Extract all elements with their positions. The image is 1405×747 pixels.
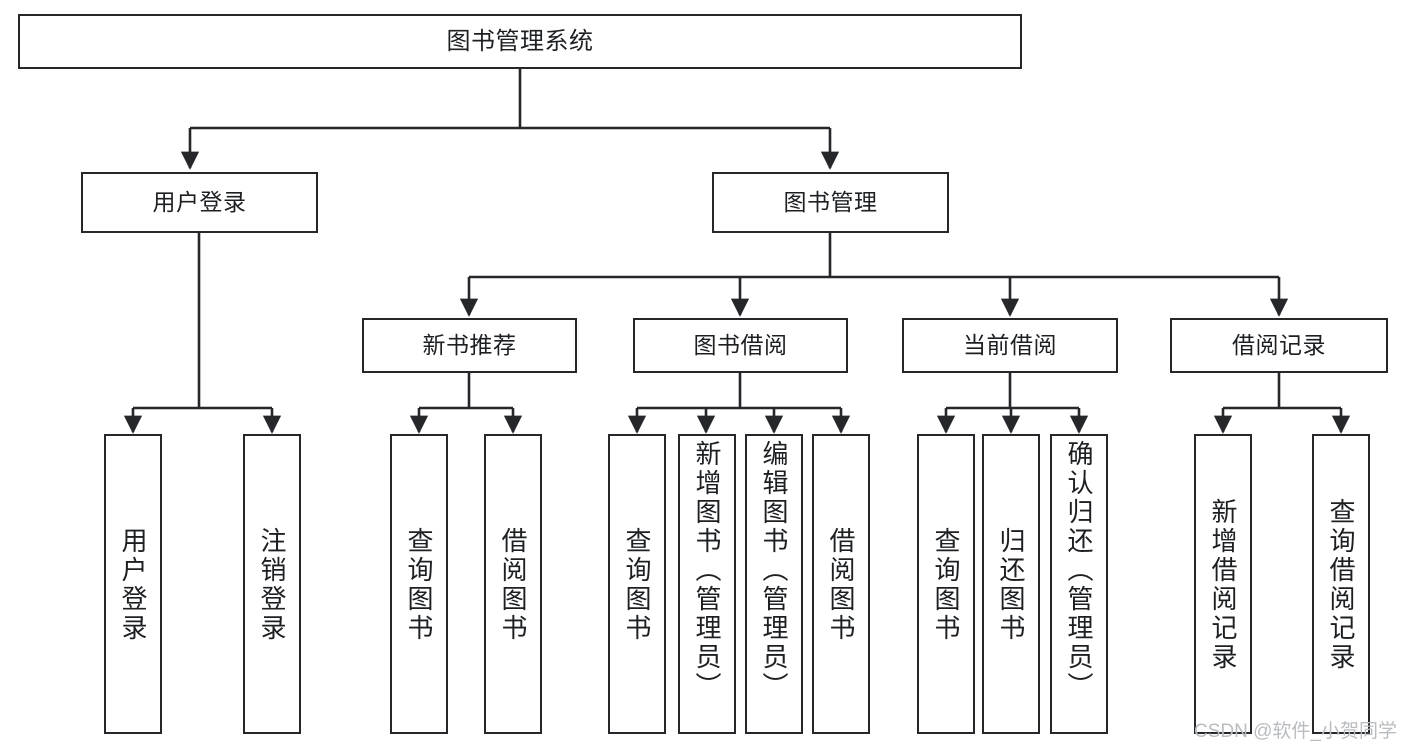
node-leaf-query-book-1[interactable]: 查询图书 bbox=[390, 434, 448, 734]
node-leaf-borrow-book-1[interactable]: 借阅图书 bbox=[484, 434, 542, 734]
node-leaf-logout-login[interactable]: 注销登录 bbox=[243, 434, 301, 734]
node-label: 借阅图书 bbox=[498, 527, 528, 643]
node-label: 借阅记录 bbox=[1232, 332, 1326, 359]
node-label: 归还图书 bbox=[996, 527, 1026, 643]
node-label: 查询借阅记录 bbox=[1326, 498, 1356, 672]
node-label: 图书借阅 bbox=[693, 332, 788, 359]
node-label: 用户登录 bbox=[118, 527, 148, 643]
node-user-login[interactable]: 用户登录 bbox=[81, 172, 318, 233]
csdn-watermark: CSDN @软件_小贺同学 bbox=[1194, 721, 1397, 742]
node-label: 用户登录 bbox=[152, 189, 247, 216]
node-label: 新书推荐 bbox=[422, 332, 517, 359]
node-new-book-recommend[interactable]: 新书推荐 bbox=[362, 318, 577, 373]
node-current-borrow[interactable]: 当前借阅 bbox=[902, 318, 1118, 373]
node-root-system[interactable]: 图书管理系统 bbox=[18, 14, 1022, 69]
node-label: 当前借阅 bbox=[963, 332, 1057, 359]
node-label: 查询图书 bbox=[622, 527, 652, 643]
node-leaf-user-login[interactable]: 用户登录 bbox=[104, 434, 162, 734]
node-leaf-query-book-3[interactable]: 查询图书 bbox=[917, 434, 975, 734]
node-leaf-add-book[interactable]: 新增图书（管理员） bbox=[678, 434, 736, 734]
node-book-manage[interactable]: 图书管理 bbox=[712, 172, 949, 233]
node-label: 图书管理系统 bbox=[446, 27, 594, 55]
node-label: 借阅图书 bbox=[826, 527, 856, 643]
node-borrow-record[interactable]: 借阅记录 bbox=[1170, 318, 1388, 373]
node-label: 新增借阅记录 bbox=[1208, 498, 1238, 672]
node-label: 编辑图书（管理员） bbox=[759, 440, 789, 701]
node-leaf-edit-book[interactable]: 编辑图书（管理员） bbox=[745, 434, 803, 734]
node-label: 查询图书 bbox=[404, 527, 434, 643]
node-label: 查询图书 bbox=[931, 527, 961, 643]
node-leaf-query-record[interactable]: 查询借阅记录 bbox=[1312, 434, 1370, 734]
node-label: 注销登录 bbox=[257, 527, 287, 643]
node-leaf-add-record[interactable]: 新增借阅记录 bbox=[1194, 434, 1252, 734]
node-book-borrow[interactable]: 图书借阅 bbox=[633, 318, 848, 373]
node-label: 确认归还（管理员） bbox=[1064, 440, 1094, 701]
node-leaf-borrow-book-2[interactable]: 借阅图书 bbox=[812, 434, 870, 734]
node-leaf-query-book-2[interactable]: 查询图书 bbox=[608, 434, 666, 734]
node-label: 新增图书（管理员） bbox=[692, 440, 722, 701]
node-leaf-return-book[interactable]: 归还图书 bbox=[982, 434, 1040, 734]
node-leaf-confirm-return[interactable]: 确认归还（管理员） bbox=[1050, 434, 1108, 734]
node-label: 图书管理 bbox=[783, 189, 878, 216]
